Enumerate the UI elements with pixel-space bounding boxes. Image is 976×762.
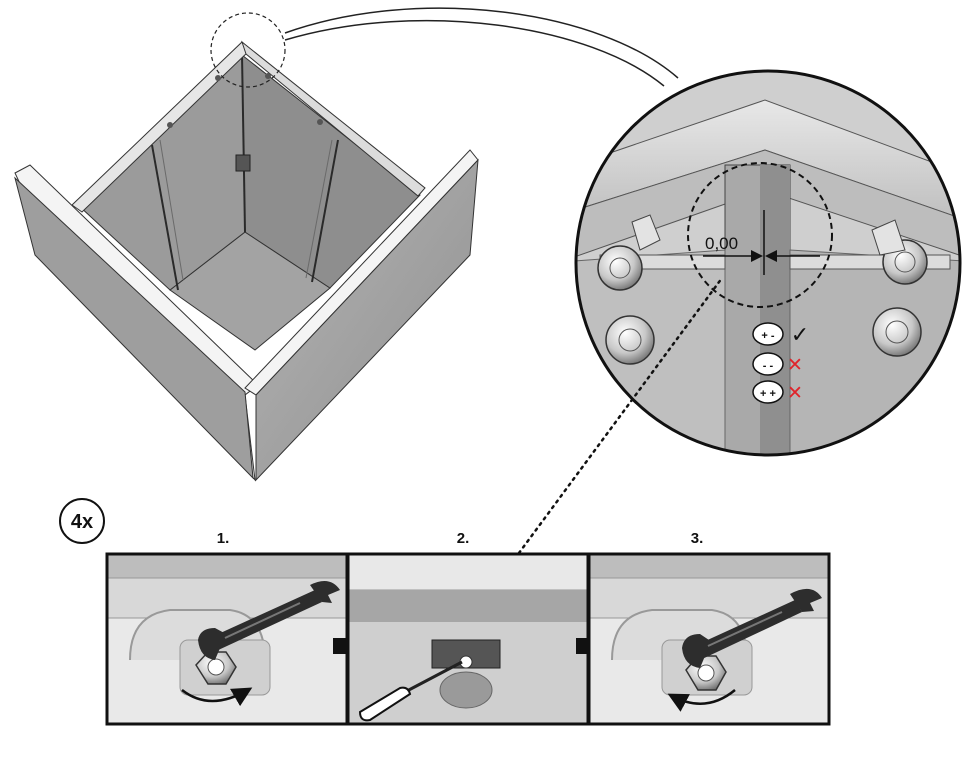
rotate-arrow-icon bbox=[181, 687, 253, 707]
nut-top-left bbox=[597, 245, 643, 291]
repeat-badge: 4x bbox=[59, 498, 105, 544]
repeat-badge-label: 4x bbox=[71, 511, 93, 533]
screwdriver-icon bbox=[358, 660, 463, 722]
cabinet-front-right-face bbox=[255, 158, 479, 482]
cabinet-inner-posts bbox=[151, 54, 339, 291]
gap-dimension: 0,00 bbox=[703, 210, 820, 275]
cross-icon: ✕ bbox=[787, 354, 803, 376]
steps-row: 4x 1. 2. 3. bbox=[59, 498, 831, 726]
cabinet-illustration bbox=[14, 12, 479, 482]
option-plus-plus: + + ✕ bbox=[752, 380, 803, 404]
wrench-icon bbox=[682, 588, 822, 668]
check-icon: ✓ bbox=[791, 323, 809, 348]
alignment-options: + - ✓ - - ✕ + + ✕ bbox=[752, 322, 809, 404]
magnified-detail: 0,00 + - ✓ - - ✕ + + ✕ bbox=[574, 69, 962, 457]
step-panel-3 bbox=[587, 552, 831, 726]
option-plus-minus: + - ✓ bbox=[752, 322, 809, 348]
rotate-arrow-icon bbox=[667, 689, 736, 712]
option-symbol: - - bbox=[763, 360, 774, 372]
magnification-leader bbox=[284, 7, 679, 87]
cross-icon: ✕ bbox=[787, 382, 803, 404]
step-number: 3. bbox=[691, 530, 704, 547]
option-symbol: + + bbox=[760, 388, 776, 400]
nut-bottom-right bbox=[872, 307, 922, 357]
step-number: 1. bbox=[217, 530, 230, 547]
nut-bottom-left bbox=[605, 315, 655, 365]
step-panel-2 bbox=[346, 552, 590, 726]
option-minus-minus: - - ✕ bbox=[752, 352, 803, 376]
cabinet-front-left-face bbox=[14, 176, 254, 480]
wrench-icon bbox=[198, 581, 340, 660]
step-number: 2. bbox=[457, 530, 470, 547]
step-panel-1 bbox=[105, 552, 349, 726]
cabinet-top-rails bbox=[71, 40, 426, 213]
detail-marker-circle bbox=[210, 12, 286, 88]
gap-value-label: 0,00 bbox=[705, 234, 738, 253]
focus-circle bbox=[687, 162, 833, 308]
option-symbol: + - bbox=[761, 330, 774, 342]
